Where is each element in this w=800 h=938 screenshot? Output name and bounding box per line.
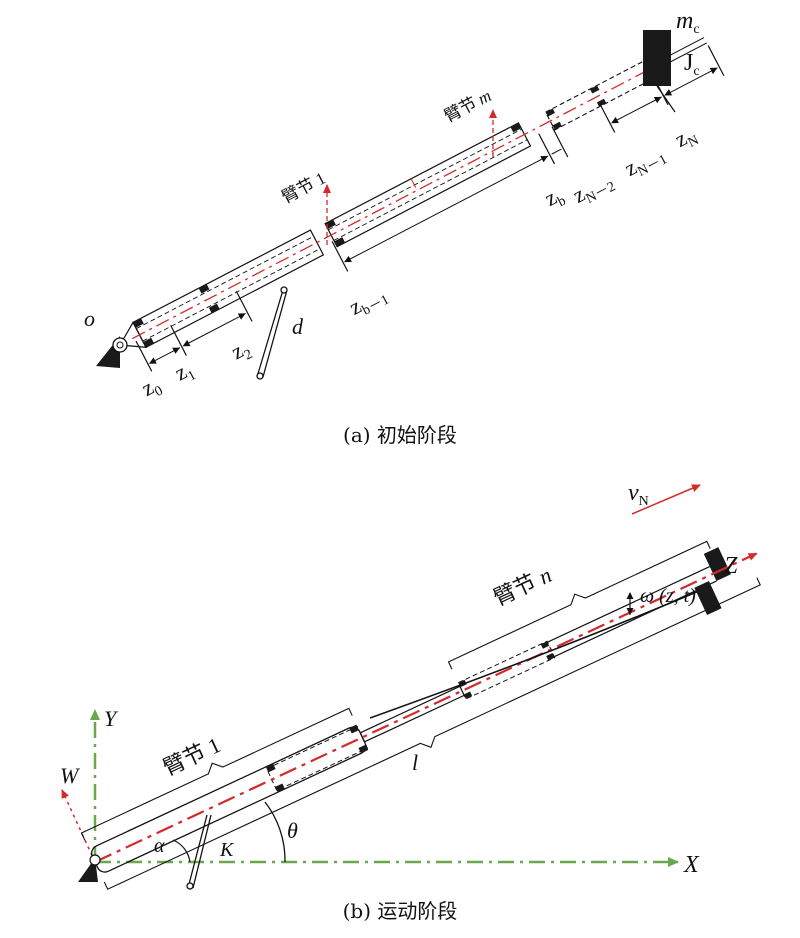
alpha-arc [172, 839, 191, 863]
label-omega: ω (z, t) [640, 585, 696, 607]
label-z0: z0 [137, 371, 165, 404]
centerline-a [132, 67, 653, 340]
panel-a: o 臂节 1 臂节m mc Jc d z0 z1 z2 zb－1 zb zN－2… [84, 8, 725, 447]
w-axis [61, 789, 96, 863]
label-z1: z1 [170, 356, 198, 389]
label-zN2: zN－2 [568, 167, 618, 212]
cylinder-d [256, 286, 288, 380]
tip-mass-b [703, 547, 731, 582]
label-k: K [219, 839, 235, 861]
label-mc: mc [676, 8, 700, 37]
dimension-arrows-a [148, 67, 718, 364]
label-x-axis: X [683, 852, 700, 878]
pivot-b [78, 854, 101, 882]
tip-mass-deflected [694, 581, 722, 615]
label-arm-n: 臂节n [490, 562, 556, 610]
dimension-ticks-a [135, 45, 725, 372]
label-arm-m: 臂节m [441, 86, 494, 126]
boom-initial [119, 37, 725, 372]
label-y-axis: Y [104, 706, 119, 731]
label-zb1: zb－1 [345, 280, 392, 323]
label-arm-1b: 臂节 1 [159, 732, 224, 780]
label-o: o [84, 306, 95, 331]
cylinder-k [186, 814, 212, 890]
deflection-curve [369, 587, 707, 719]
label-vn: vN [628, 480, 649, 509]
pivot-o [96, 336, 128, 368]
vn-arrow [631, 484, 701, 515]
tip-mass [643, 30, 671, 86]
label-zN: zN [671, 121, 702, 156]
label-arm-1: 臂节 1 [279, 169, 329, 207]
boom-motion [80, 540, 761, 890]
arm-segment-tip [544, 59, 655, 131]
z-labels: z0 z1 z2 zb－1 zb zN－2 zN－1 zN [137, 121, 702, 404]
brace-arm-n [447, 540, 711, 670]
label-d: d [292, 314, 304, 339]
centerline-b [94, 552, 758, 863]
label-l: l [412, 750, 418, 775]
panel-b: vN Z X Y W 臂节n 臂节 1 ω (z, t) l θ α K (b)… [60, 480, 761, 923]
theta-arc [264, 801, 286, 863]
label-z-axis: Z [724, 553, 738, 579]
label-jc: Jc [684, 50, 700, 79]
label-zN1: zN－1 [620, 140, 670, 185]
label-alpha: α [154, 835, 165, 857]
caption-b: (b) 运动阶段 [343, 899, 458, 923]
label-theta: θ [287, 818, 298, 843]
label-w-axis: W [60, 763, 80, 788]
brace-arm-1 [80, 707, 353, 841]
brace-l [103, 577, 761, 890]
label-z2: z2 [227, 334, 255, 367]
caption-a: (a) 初始阶段 [343, 423, 457, 447]
label-zb: zb [540, 181, 568, 214]
